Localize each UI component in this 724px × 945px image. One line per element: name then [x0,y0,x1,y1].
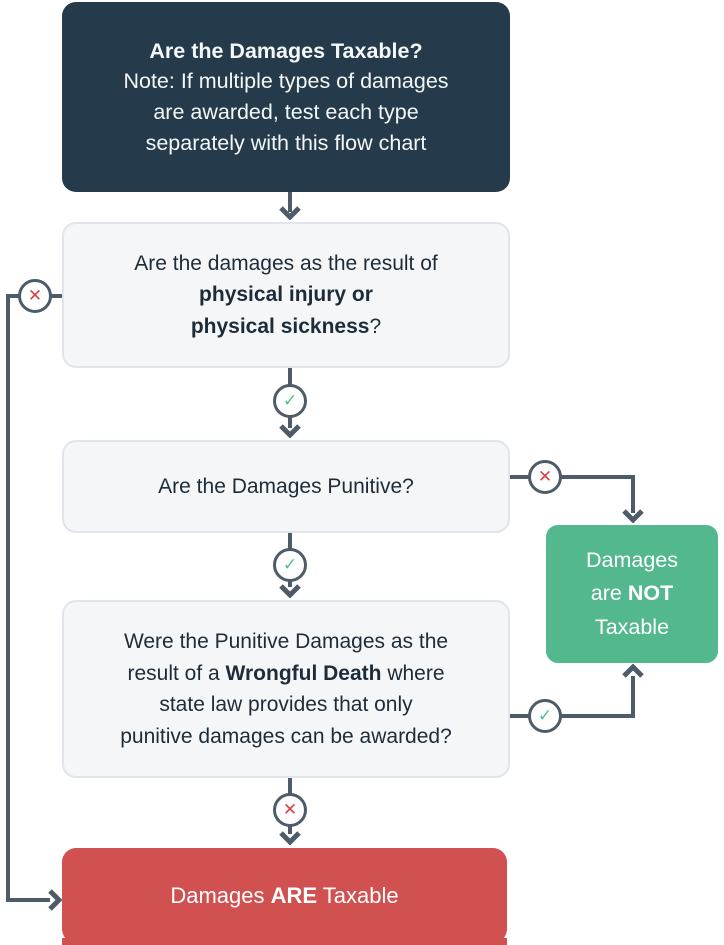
connector-q2-no-horizontal [510,475,635,479]
question-text: Are the Damages Punitive? [158,474,414,498]
arrowhead-right-icon [48,889,62,911]
text-segment: Taxable [594,614,670,639]
result-not-taxable: Damages are NOT Taxable [546,525,718,663]
text-segment-bold: Wrongful Death [225,661,382,685]
text-segment-bold: NOT [627,581,674,606]
arrowhead-down-icon [279,424,301,438]
connector-q3-yes-horizontal [510,714,635,718]
text-segment-bold: ARE [270,882,318,908]
text-segment: Taxable [317,882,399,908]
result-taxable: Damages ARE Taxable [62,848,507,943]
result-text: Damages are NOT Taxable [586,544,678,644]
chart-note-line: are awarded, test each type [153,100,419,124]
text-segment: Are the damages as the result of [134,251,438,275]
chart-note-line: Note: If multiple types of damages [123,69,449,94]
yes-check-icon: ✓ [528,699,562,733]
text-line: result of a Wrongful Death where [127,662,444,685]
connector-left-bottom-horizontal [6,898,50,902]
question-text: Were the Punitive Damages as the result … [120,626,452,752]
text-segment-bold: physical sickness [190,314,370,338]
text-segment: result of a [127,661,226,685]
text-segment-bold: physical injury or [199,283,373,307]
text-segment: ? [369,314,382,338]
arrowhead-down-icon [279,584,301,598]
yes-check-icon: ✓ [273,548,307,582]
question-text: Are the damages as the result of physica… [134,248,438,343]
connector-left-vertical [6,294,10,900]
text-segment: Damages [170,882,271,908]
start-node-text: Are the Damages Taxable? Note: If multip… [123,36,448,158]
clipped-next-node-strip [62,938,507,945]
result-text: Damages ARE Taxable [170,883,398,909]
arrowhead-down-icon [279,831,301,845]
no-x-icon: ✕ [273,793,307,827]
connector-right-down-vertical [631,475,635,513]
no-x-icon: ✕ [528,460,562,494]
start-node: Are the Damages Taxable? Note: If multip… [62,2,510,192]
chart-note-line: separately with this flow chart [145,130,427,155]
question-physical-injury: Are the damages as the result of physica… [62,222,510,368]
connector-start-to-q1 [288,190,292,212]
arrowhead-up-icon [622,664,644,678]
text-segment: where [381,661,445,685]
text-segment: Were the Punitive Damages as the [123,630,449,653]
question-wrongful-death: Were the Punitive Damages as the result … [62,600,510,778]
text-segment: Damages [585,548,678,573]
arrowhead-down-icon [279,206,301,220]
connector-right-up-vertical [631,676,635,718]
yes-check-icon: ✓ [273,384,307,418]
question-punitive: Are the Damages Punitive? [62,440,510,533]
text-segment: punitive damages can be awarded? [120,724,452,748]
chart-title: Are the Damages Taxable? [149,38,423,63]
no-x-icon: ✕ [18,279,52,313]
arrowhead-down-icon [622,509,644,523]
text-segment: are [590,581,628,606]
text-segment: state law provides that only [159,693,413,716]
